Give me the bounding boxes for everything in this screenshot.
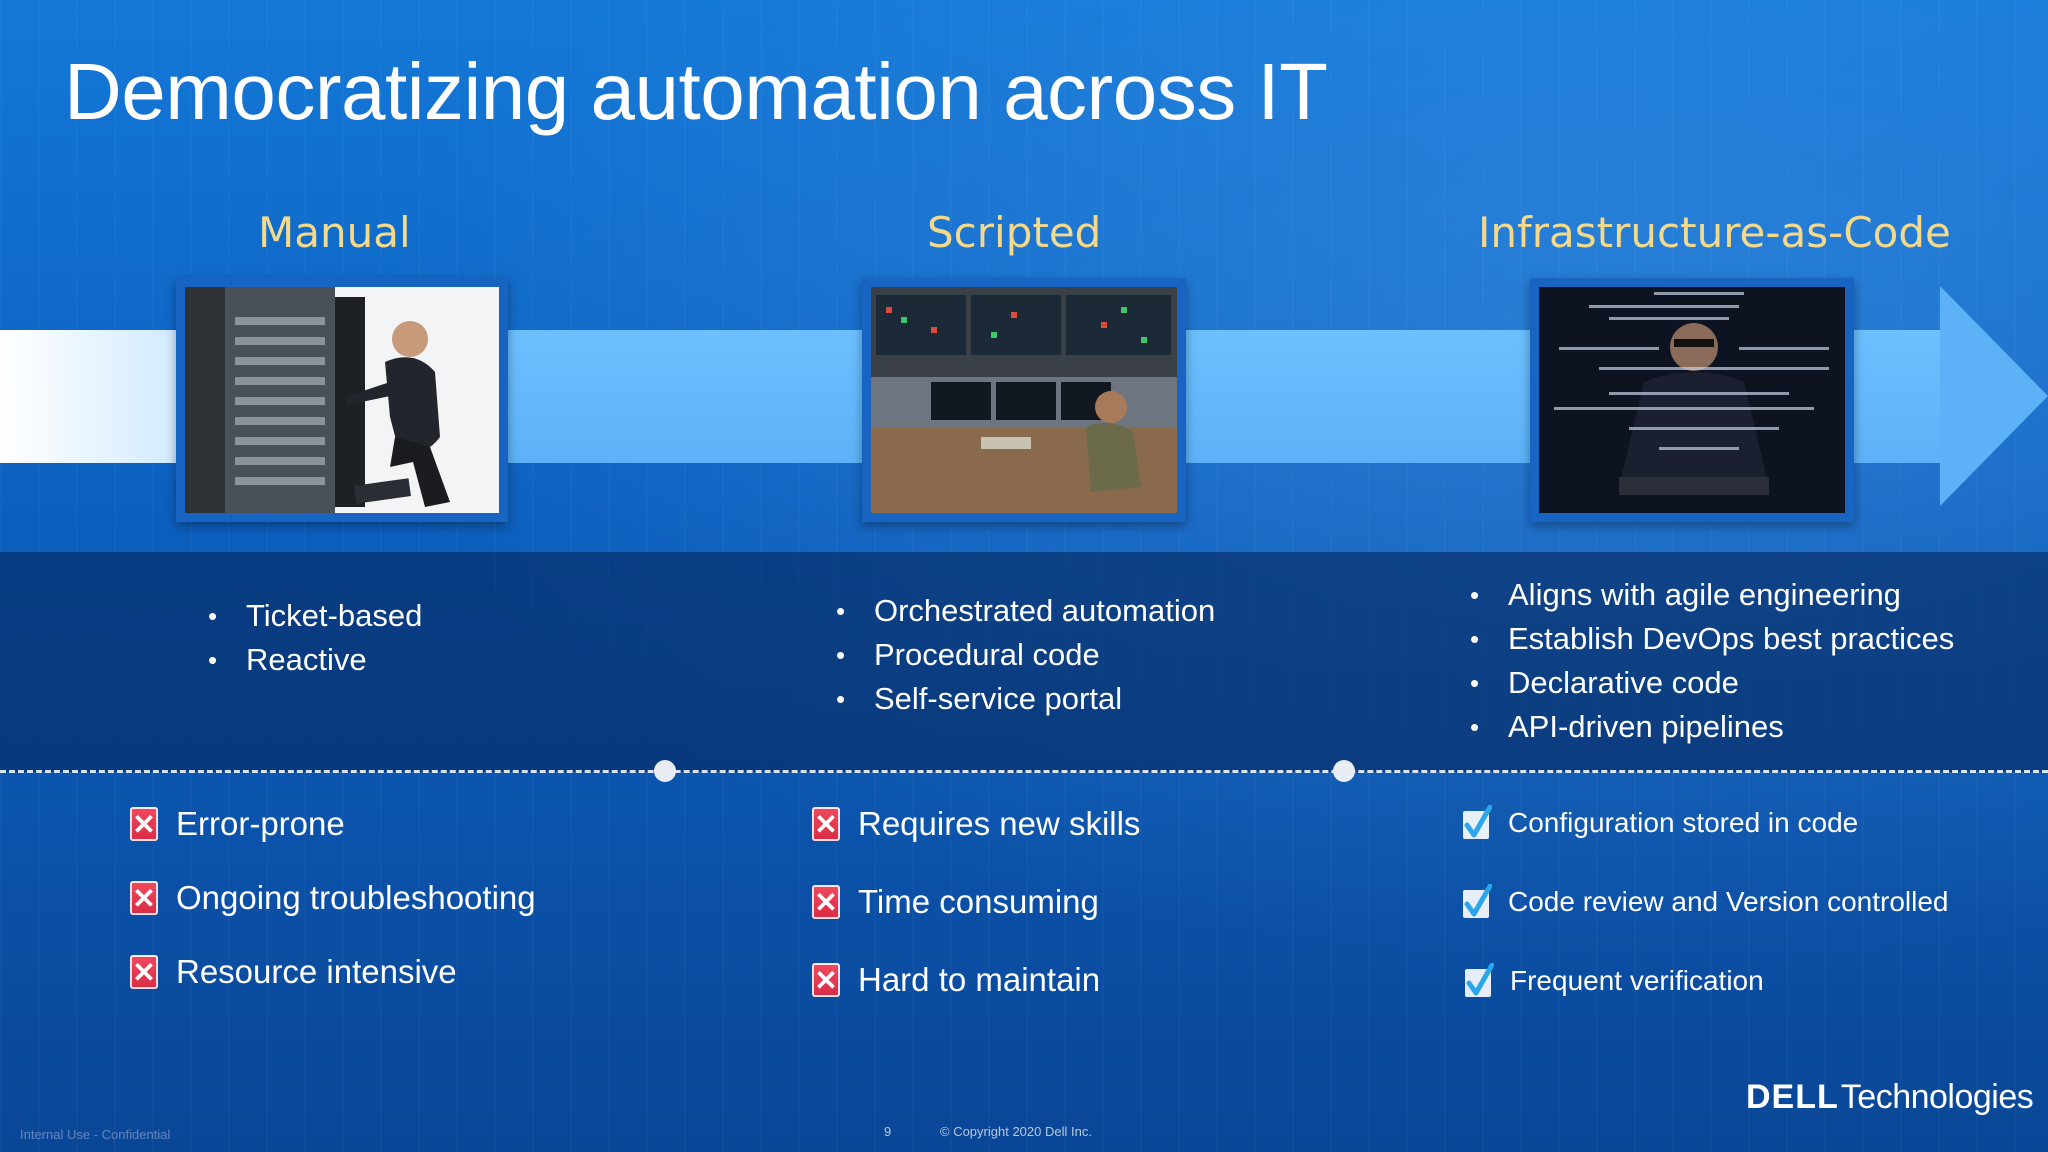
dell-technologies-logo: DELL Technologies: [1746, 1078, 2034, 1117]
footer-classification: Internal Use - Confidential: [20, 1127, 171, 1142]
status-text: Frequent verification: [1510, 965, 1764, 996]
bullet-item: Procedural code: [836, 633, 1215, 677]
status-item-manual: ✕ Resource intensive: [130, 953, 457, 991]
bullet-item: Establish DevOps best practices: [1470, 617, 1954, 661]
stage-label-iac: Infrastructure-as-Code: [1478, 208, 1951, 257]
x-icon: ✕: [130, 881, 158, 915]
check-icon: [1463, 884, 1492, 918]
progress-arrow-head: [1940, 286, 2048, 506]
status-text: Ongoing troubleshooting: [176, 879, 536, 916]
slide-title: Democratizing automation across IT: [64, 47, 1328, 136]
status-item-manual: ✕ Error-prone: [130, 805, 345, 843]
footer-copyright: © Copyright 2020 Dell Inc.: [940, 1124, 1092, 1139]
status-item-iac: Code review and Version controlled: [1462, 884, 1948, 920]
photo-iac-developer-with-code: [1530, 278, 1854, 522]
photo-manual-server-technician: [176, 278, 508, 522]
logo-dell: DELL: [1746, 1078, 1839, 1116]
x-icon: ✕: [812, 963, 840, 997]
progress-arrow-tail: [0, 330, 190, 463]
x-icon: ✕: [812, 885, 840, 919]
status-text: Requires new skills: [858, 805, 1141, 842]
check-icon: [1463, 805, 1492, 839]
x-icon: ✕: [130, 955, 158, 989]
bullet-item: Orchestrated automation: [836, 589, 1215, 633]
bullet-item: API-driven pipelines: [1470, 705, 1954, 749]
bullet-item: Aligns with agile engineering: [1470, 573, 1954, 617]
stage-label-manual: Manual: [258, 208, 411, 257]
divider-dot: [1333, 760, 1355, 782]
status-item-manual: ✕ Ongoing troubleshooting: [130, 879, 536, 917]
bullet-item: Declarative code: [1470, 661, 1954, 705]
status-text: Hard to maintain: [858, 961, 1101, 998]
footer-page-number: 9: [884, 1124, 892, 1139]
status-text: Error-prone: [176, 805, 345, 842]
status-text: Code review and Version controlled: [1508, 886, 1949, 917]
bullet-item: Reactive: [208, 638, 422, 682]
x-icon: ✕: [130, 807, 158, 841]
bullet-item: Self-service portal: [836, 677, 1215, 721]
status-item-scripted: ✕ Hard to maintain: [812, 961, 1100, 999]
status-text: Configuration stored in code: [1508, 807, 1859, 838]
logo-technologies: Technologies: [1840, 1078, 2034, 1116]
status-item-scripted: ✕ Time consuming: [812, 883, 1099, 921]
divider-dot: [654, 760, 676, 782]
check-icon: [1465, 963, 1494, 997]
bullet-item: Ticket-based: [208, 594, 422, 638]
status-item-iac: Configuration stored in code: [1462, 805, 1858, 841]
dashed-divider: [0, 770, 2048, 773]
stage-label-scripted: Scripted: [927, 208, 1102, 257]
bullets-scripted: Orchestrated automation Procedural code …: [836, 589, 1215, 721]
x-icon: ✕: [812, 807, 840, 841]
bullets-manual: Ticket-based Reactive: [208, 594, 422, 682]
status-item-scripted: ✕ Requires new skills: [812, 805, 1140, 843]
status-text: Time consuming: [858, 883, 1099, 920]
status-text: Resource intensive: [176, 953, 457, 990]
status-item-iac: Frequent verification: [1464, 963, 1764, 999]
bullets-iac: Aligns with agile engineering Establish …: [1470, 573, 1954, 749]
photo-scripted-operations-center: [862, 278, 1186, 522]
